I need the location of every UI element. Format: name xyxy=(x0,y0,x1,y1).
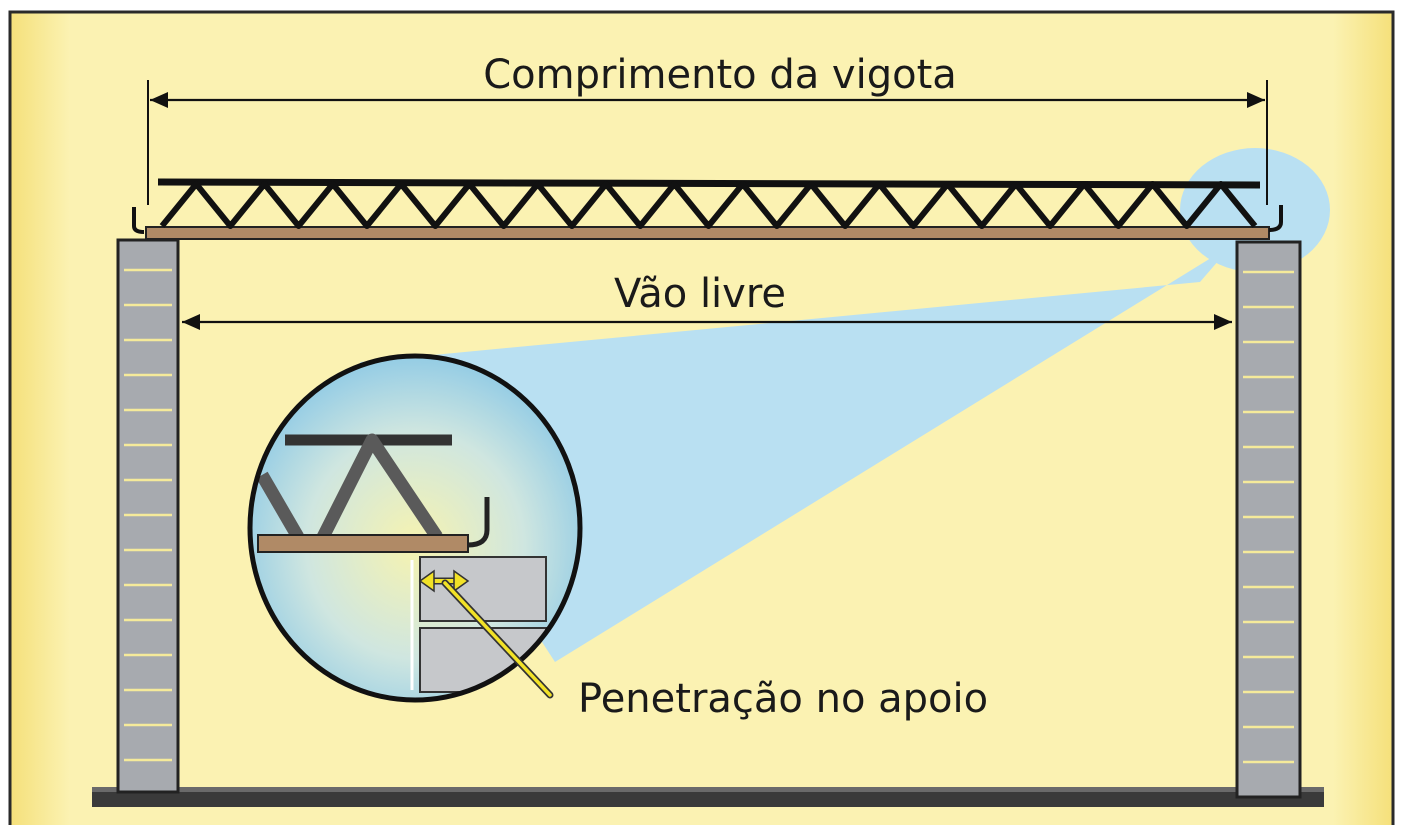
right-brick-wall xyxy=(1235,240,1302,799)
right-hook xyxy=(1268,205,1283,232)
detail-brick-upper xyxy=(419,556,547,622)
left-hook xyxy=(132,207,145,234)
penetration-leader xyxy=(441,579,554,699)
clear-span-dimension xyxy=(182,314,1232,330)
beam-length-dimension xyxy=(147,80,1268,205)
left-brick-wall xyxy=(116,238,180,794)
lattice-joist xyxy=(132,178,1283,240)
detail-hook xyxy=(467,497,490,548)
zoom-detail-circle xyxy=(247,353,583,703)
panel-frame xyxy=(8,10,1395,825)
penetration-label: Penetração no apoio xyxy=(578,676,988,722)
clear-span-label: Vão livre xyxy=(614,271,786,317)
detail-plank xyxy=(257,534,469,553)
beam-length-label: Comprimento da vigota xyxy=(483,52,957,98)
